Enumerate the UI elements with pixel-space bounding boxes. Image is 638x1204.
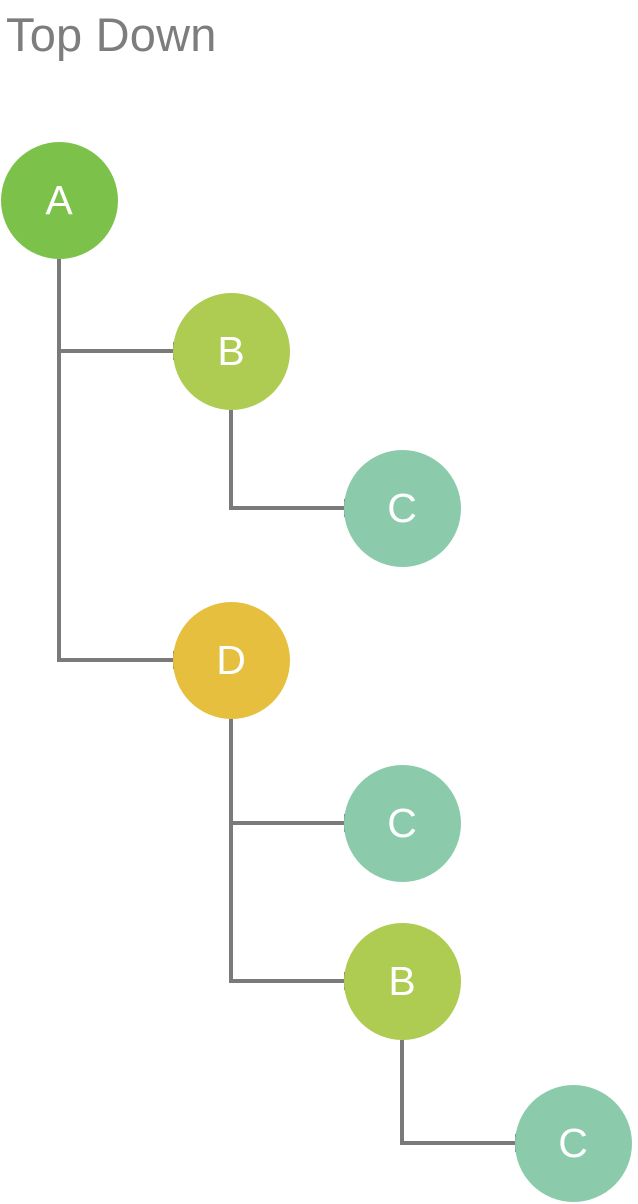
edge-line (229, 410, 344, 510)
edge-b2-c3 (400, 1040, 528, 1153)
graph-node-label: C (387, 799, 417, 846)
graph-node-label: D (216, 636, 246, 683)
edge-line (57, 259, 173, 353)
edge-line (57, 259, 173, 662)
graph-node-b2[interactable]: B (343, 922, 461, 1040)
graph-node-label: B (217, 327, 245, 374)
graph-node-c2[interactable]: C (343, 764, 461, 882)
graph-node-label: B (388, 957, 416, 1004)
edge-b1-c1 (229, 410, 357, 518)
edge-line (400, 1040, 515, 1145)
graph-node-a[interactable]: A (0, 141, 118, 259)
graph-node-label: C (387, 484, 417, 531)
edge-line (229, 719, 344, 825)
edge-a-d (57, 259, 186, 670)
graph-node-c1[interactable]: C (343, 449, 461, 567)
edge-a-b1 (57, 259, 186, 361)
edge-d-b2 (229, 719, 357, 991)
edge-d-c2 (229, 719, 357, 833)
graph-node-label: A (45, 176, 73, 223)
edge-line (229, 719, 344, 983)
graph-node-d[interactable]: D (172, 601, 290, 719)
graph-node-b1[interactable]: B (172, 292, 290, 410)
graph-node-label: C (558, 1119, 588, 1166)
diagram-title: Top Down (6, 8, 217, 61)
graph-node-c3[interactable]: C (514, 1084, 632, 1202)
